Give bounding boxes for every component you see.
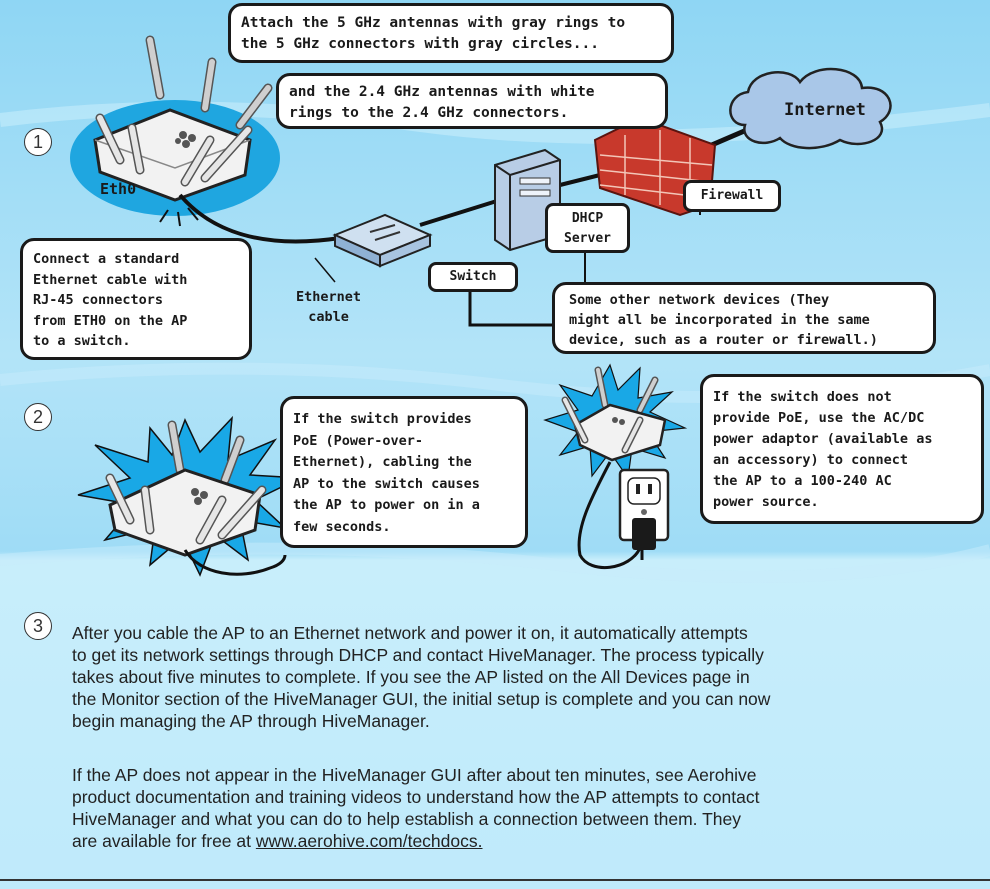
callout-line: RJ-45 connectors — [33, 290, 239, 311]
paragraph-line: product documentation and training video… — [72, 786, 759, 808]
callout-line: Some other network devices (They — [569, 290, 919, 310]
callout-line: and the 2.4 GHz antennas with white — [289, 82, 655, 103]
callout-line: the AP to power on in a — [293, 495, 515, 517]
step-1-marker: 1 — [24, 128, 52, 156]
power-adaptor — [632, 518, 656, 550]
callout-connect-ethernet: Connect a standard Ethernet cable with R… — [20, 238, 252, 360]
callout-line: device, such as a router or firewall.) — [569, 330, 919, 350]
callout-line: provide PoE, use the AC/DC — [713, 408, 971, 429]
switch-device — [335, 215, 430, 266]
callout-line: an accessory) to connect — [713, 450, 971, 471]
callout-line: power source. — [713, 492, 971, 513]
eth0-label: Eth0 — [100, 180, 136, 198]
callout-line: Connect a standard — [33, 249, 239, 270]
callout-line: might all be incorporated in the same — [569, 310, 919, 330]
switch-label: Switch — [428, 262, 518, 292]
callout-line: the 5 GHz connectors with gray circles..… — [241, 34, 661, 55]
callout-line: the AP to a 100-240 AC — [713, 471, 971, 492]
paragraph-line: After you cable the AP to an Ethernet ne… — [72, 622, 770, 644]
paragraph-line: If the AP does not appear in the HiveMan… — [72, 764, 759, 786]
callout-line: power adaptor (available as — [713, 429, 971, 450]
callout-poe: If the switch provides PoE (Power-over- … — [280, 396, 528, 548]
paragraph-line: begin managing the AP through HiveManage… — [72, 710, 770, 732]
callout-line: few seconds. — [293, 517, 515, 539]
callout-line: Attach the 5 GHz antennas with gray ring… — [241, 13, 661, 34]
callout-line: PoE (Power-over- — [293, 431, 515, 453]
dhcp-text: DHCP — [548, 209, 627, 229]
callout-line: AP to the switch causes — [293, 474, 515, 496]
step-2-marker: 2 — [24, 403, 52, 431]
callout-line: If the switch does not — [713, 387, 971, 408]
step-3-paragraph-2: If the AP does not appear in the HiveMan… — [72, 764, 759, 852]
ethernet-text: Ethernet — [296, 287, 361, 307]
callout-line: If the switch provides — [293, 409, 515, 431]
callout-2-4ghz-antennas: and the 2.4 GHz antennas with white ring… — [276, 73, 668, 129]
callout-line: Ethernet cable with — [33, 270, 239, 291]
callout-line: from ETH0 on the AP — [33, 311, 239, 332]
callout-other-devices: Some other network devices (They might a… — [552, 282, 936, 354]
firewall-text: Firewall — [701, 188, 764, 203]
callout-no-poe: If the switch does not provide PoE, use … — [700, 374, 984, 524]
callout-5ghz-antennas: Attach the 5 GHz antennas with gray ring… — [228, 3, 674, 63]
paragraph-line: the Monitor section of the HiveManager G… — [72, 688, 770, 710]
switch-text: Switch — [450, 269, 497, 284]
cable-text: cable — [296, 307, 361, 327]
server-text: Server — [548, 229, 627, 249]
step-3-paragraph-1: After you cable the AP to an Ethernet ne… — [72, 622, 770, 732]
ethernet-cable-label: Ethernet cable — [296, 287, 361, 327]
callout-line: rings to the 2.4 GHz connectors. — [289, 103, 655, 124]
internet-label: Internet — [784, 100, 866, 120]
firewall-label: Firewall — [683, 180, 781, 212]
paragraph-line: takes about five minutes to complete. If… — [72, 666, 770, 688]
paragraph-text: are available for free at — [72, 831, 256, 851]
techdocs-link[interactable]: www.aerohive.com/techdocs. — [256, 831, 483, 851]
dhcp-server-label: DHCP Server — [545, 203, 630, 253]
step-3-marker: 3 — [24, 612, 52, 640]
callout-line: Ethernet), cabling the — [293, 452, 515, 474]
paragraph-last-line: are available for free at www.aerohive.c… — [72, 830, 759, 852]
paragraph-line: HiveManager and what you can do to help … — [72, 808, 759, 830]
paragraph-line: to get its network settings through DHCP… — [72, 644, 770, 666]
callout-line: to a switch. — [33, 331, 239, 352]
